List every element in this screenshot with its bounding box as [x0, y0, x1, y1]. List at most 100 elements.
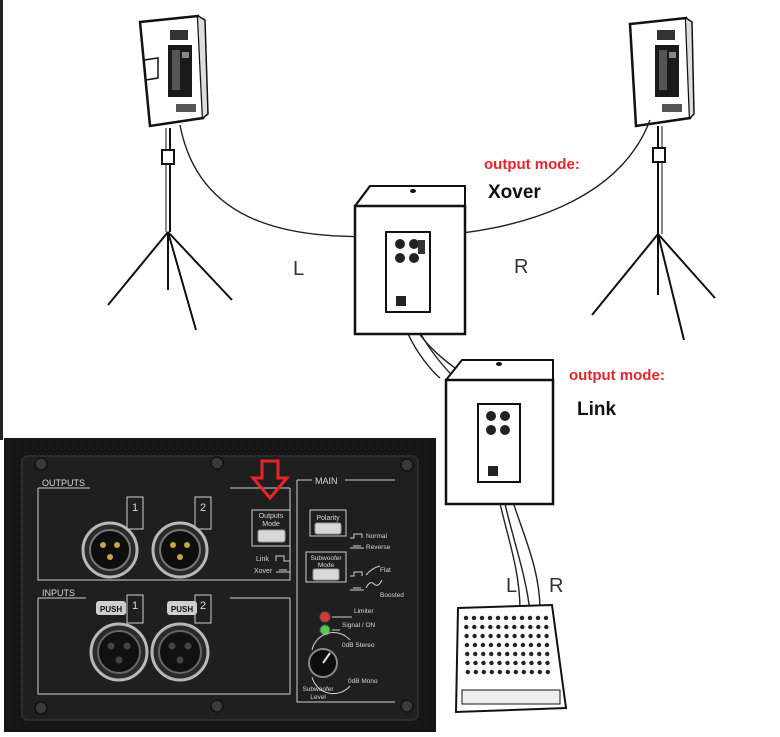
mixer-knob	[513, 651, 518, 657]
mixer-knob	[497, 660, 502, 666]
mixer-knob	[536, 633, 541, 639]
flat-curve-icon	[365, 565, 381, 576]
mixer-knob	[529, 651, 534, 657]
odb-mono-label: 0dB Mono	[348, 678, 378, 685]
polarity-frame	[309, 509, 347, 537]
mixer-knob	[473, 669, 478, 675]
subwoofer-link	[444, 359, 555, 506]
right-speaker-stand	[591, 126, 716, 341]
sub-mode-frame	[305, 551, 347, 583]
odb-stereo-label: 0dB Stereo	[342, 642, 375, 649]
sub-mode-label-1: Subwoofer	[310, 555, 342, 562]
normal-label: Normal	[366, 533, 388, 540]
normal-switch-icon	[350, 533, 363, 539]
mixer-knob	[528, 642, 534, 648]
polarity-label: Polarity	[316, 515, 340, 522]
push-label-2: PUSH	[171, 605, 193, 614]
link-label: Link	[256, 556, 269, 563]
mixer	[454, 603, 568, 714]
mixer-knob	[512, 633, 517, 639]
mixer-knob	[481, 669, 486, 675]
red-down-arrow-icon	[249, 459, 291, 501]
mixer-knob	[513, 660, 518, 666]
sub-level-label-2: Level	[310, 694, 326, 701]
left-border	[0, 0, 3, 440]
mixer-knob	[489, 669, 494, 675]
mixer-knob	[463, 615, 469, 621]
right-speaker	[628, 16, 695, 128]
mixer-knob	[505, 660, 510, 666]
subwoofer-xover	[353, 185, 467, 336]
mixer-knob	[504, 624, 509, 630]
link-mode-title: output mode:	[569, 367, 665, 384]
mixer-knob	[512, 624, 517, 630]
mixer-knob	[513, 669, 518, 675]
push-label-1: PUSH	[100, 605, 122, 614]
mixer-knob	[488, 633, 493, 639]
mixer-knob	[497, 669, 502, 675]
mixer-knob	[545, 651, 550, 657]
mixer-knob	[479, 615, 485, 621]
mixer-knob	[521, 660, 526, 666]
outputs-mode-label-1: Outputs	[259, 513, 284, 520]
sub-level-label-1: Subwoofer	[302, 686, 334, 693]
mixer-knob	[520, 633, 525, 639]
boosted-curve-icon	[365, 579, 383, 589]
rear-control-panel: OUTPUTS 1 2 Outputs Mode Link Xover	[4, 438, 436, 732]
signal-on-label: Signal / ON	[342, 622, 376, 629]
xover-mode-value: Xover	[488, 182, 541, 203]
left-speaker	[138, 14, 209, 128]
output-jack-1	[81, 496, 144, 579]
mixer-knob	[545, 660, 550, 666]
output-2-num: 2	[200, 502, 206, 514]
input-jack-2	[150, 594, 212, 682]
mixer-knob	[511, 615, 517, 621]
mixer-knob	[537, 660, 542, 666]
flat-label: Flat	[380, 567, 391, 574]
mixer-knob	[544, 642, 550, 648]
mixer-knob	[537, 669, 542, 675]
link-switch-icon	[275, 555, 290, 562]
input-1-num: 1	[132, 600, 138, 612]
mixer-knob	[465, 660, 470, 666]
mixer-right-label: R	[549, 575, 564, 597]
output-1-num: 1	[132, 502, 138, 514]
panel-screws	[34, 456, 414, 715]
reverse-switch-icon	[350, 545, 364, 549]
input-2-num: 2	[200, 600, 206, 612]
mixer-knob	[512, 642, 518, 648]
xover-switch-icon	[276, 569, 290, 573]
mixer-knob	[480, 633, 485, 639]
main-section	[296, 479, 395, 703]
mixer-knob	[495, 615, 501, 621]
sub-mode-button[interactable]	[312, 568, 340, 581]
mixer-knob	[529, 669, 534, 675]
outputs-mode-button[interactable]	[257, 529, 286, 543]
xover-mode-title: output mode:	[484, 156, 580, 173]
xover-label: Xover	[254, 568, 273, 575]
mixer-knob	[472, 633, 477, 639]
mixer-knob	[504, 642, 510, 648]
mixer-knob	[488, 624, 493, 630]
mixer-knob	[521, 651, 526, 657]
mixer-knob	[488, 642, 494, 648]
mixer-knob	[543, 615, 549, 621]
outputs-label: OUTPUTS	[42, 478, 85, 488]
mixer-knob	[465, 651, 470, 657]
mixer-knob	[535, 615, 541, 621]
mixer-knob	[473, 660, 478, 666]
polarity-button[interactable]	[314, 522, 342, 535]
mixer-knob	[537, 651, 542, 657]
mixer-knob	[496, 624, 501, 630]
mixer-knob	[520, 642, 526, 648]
mixer-knob	[519, 615, 525, 621]
mixer-knob	[464, 642, 470, 648]
mixer-knob	[528, 624, 533, 630]
mixer-knob	[545, 669, 550, 675]
mixer-knob	[520, 624, 525, 630]
mixer-knob	[489, 651, 494, 657]
outputs-mode-frame	[251, 509, 291, 547]
limiter-label: Limiter	[354, 608, 374, 615]
